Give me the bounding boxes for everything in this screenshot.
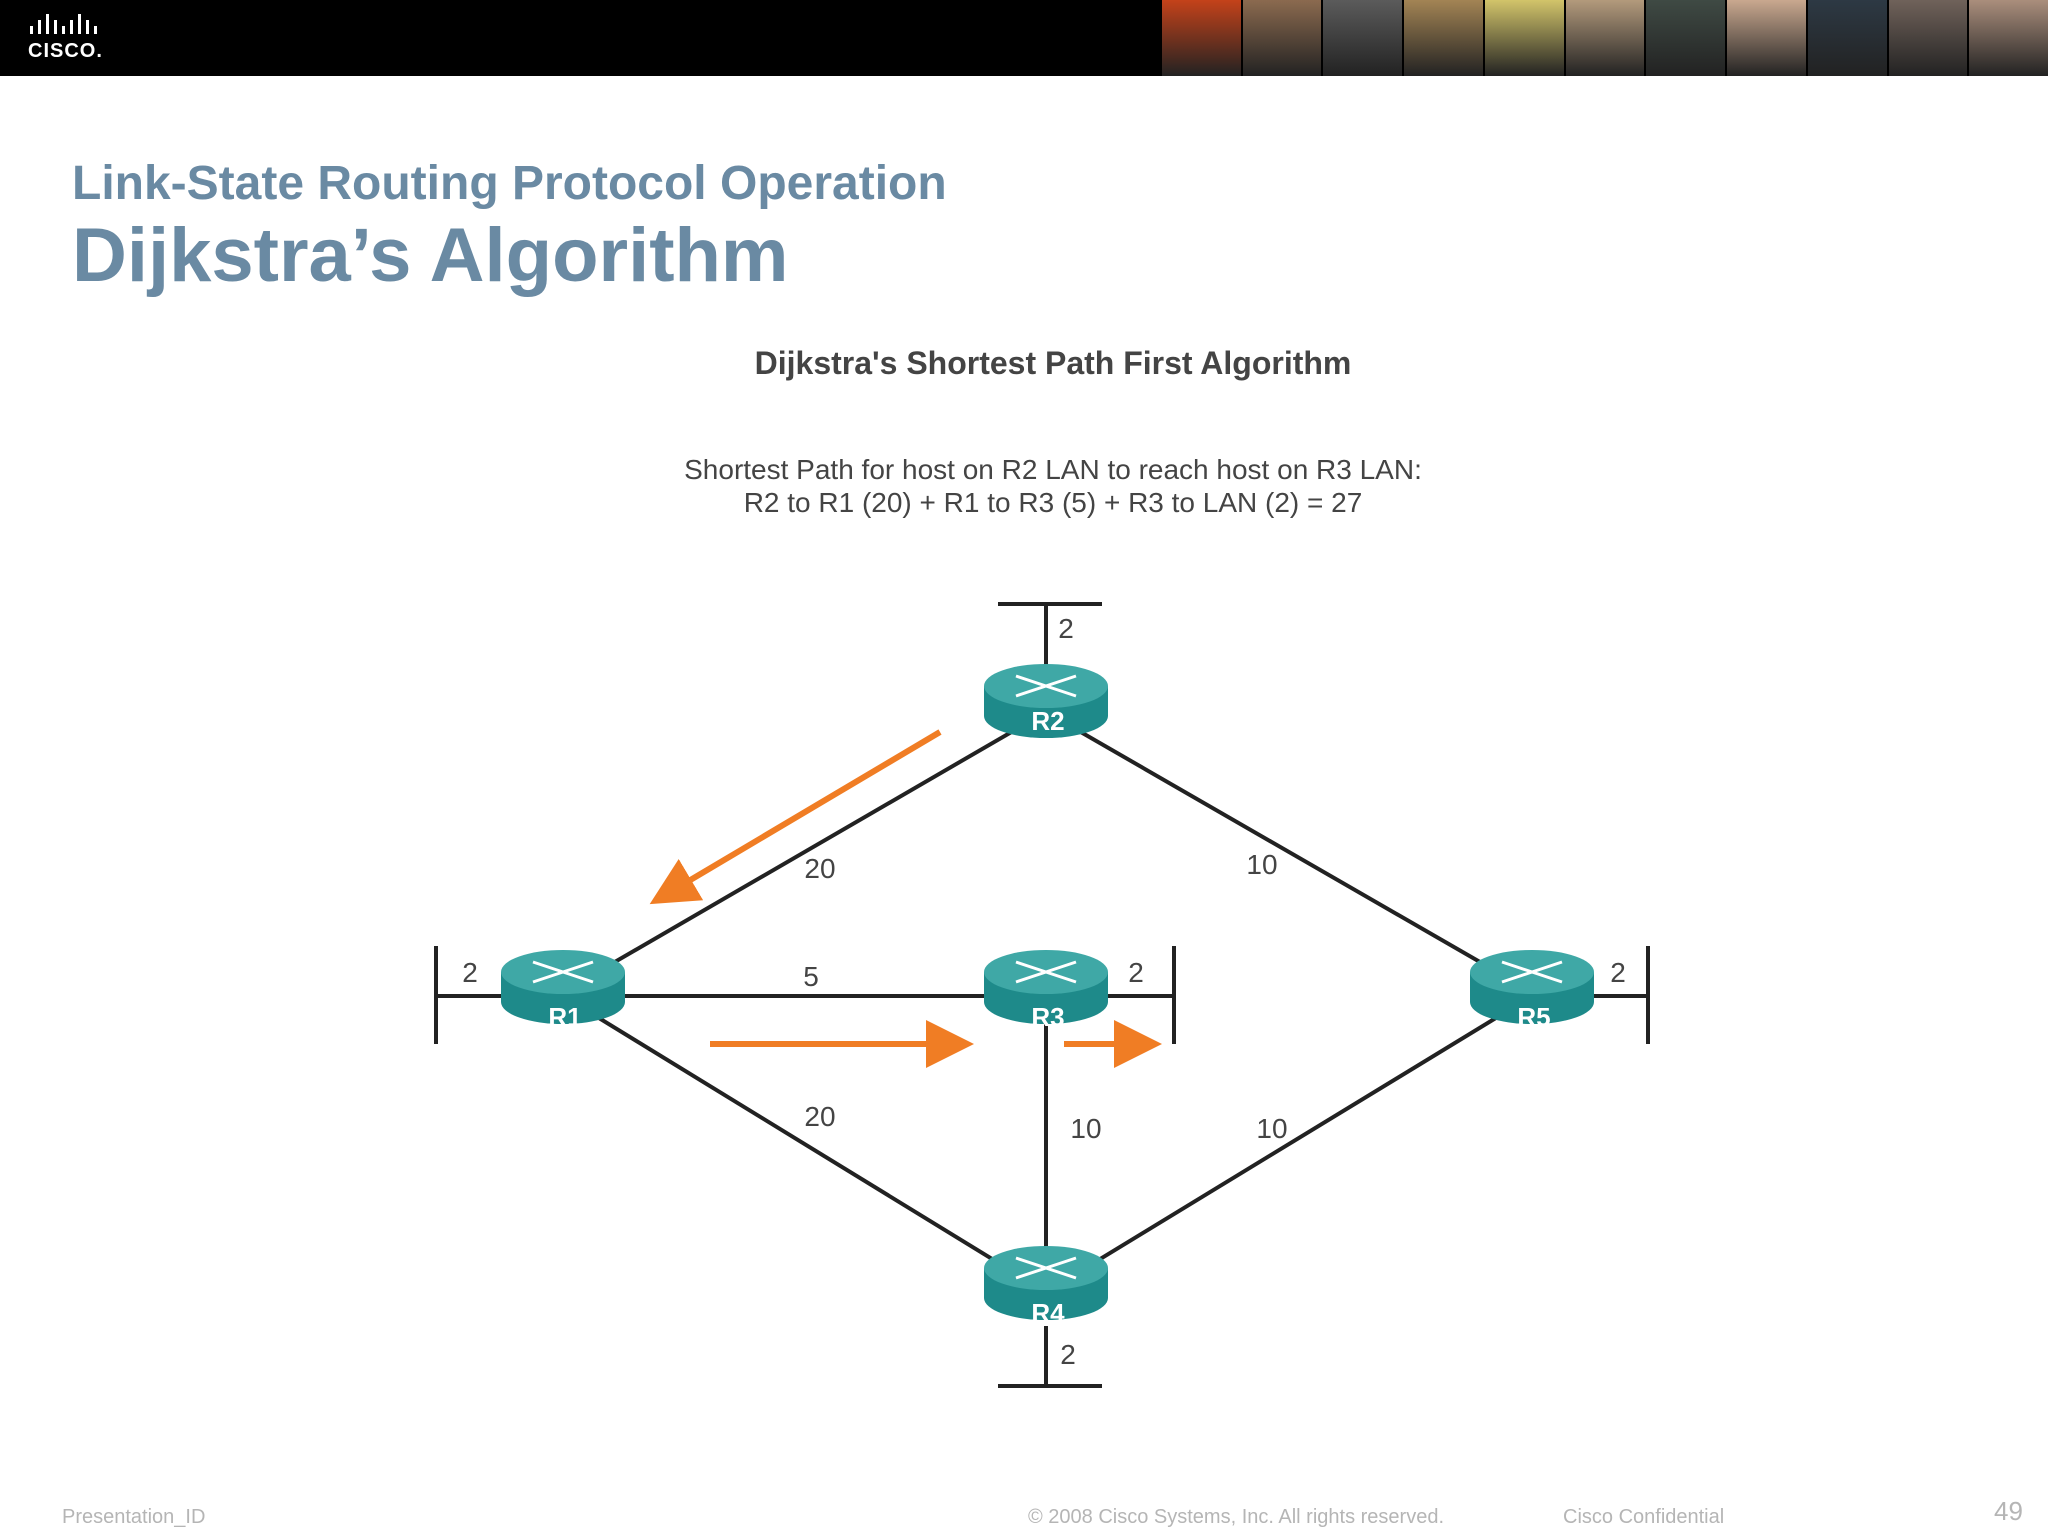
- cost-r1-r4: 20: [804, 1101, 835, 1132]
- footer-presentation-id: Presentation_ID: [62, 1506, 206, 1528]
- lan-cost-r5: 2: [1610, 957, 1626, 988]
- lan-r5: [1592, 946, 1650, 1044]
- banner-photo: [1240, 0, 1322, 76]
- link-r2-r1: [561, 710, 1048, 994]
- router-r4-label: R4: [1031, 1298, 1065, 1328]
- banner-photo: [1402, 0, 1483, 76]
- router-r2-icon: [1015, 674, 1077, 698]
- path-description-line-2: R2 to R1 (20) + R1 to R3 (5) + R3 to LAN…: [744, 487, 1363, 518]
- cisco-bars-icon: [30, 14, 97, 34]
- cisco-logo-text: CISCO.: [28, 40, 103, 62]
- router-r2-label: R2: [1031, 706, 1064, 736]
- router-r2: R2: [984, 664, 1108, 738]
- cost-r5-r4: 10: [1256, 1113, 1287, 1144]
- diagram-heading: Dijkstra's Shortest Path First Algorithm: [755, 345, 1352, 381]
- lan-r3: [1108, 946, 1176, 1044]
- router-r1: R1: [501, 950, 625, 1032]
- slide-title: Dijkstra’s Algorithm: [72, 213, 789, 298]
- lan-r4: [998, 1326, 1102, 1388]
- path-arrow-r2-to-r1: [649, 729, 942, 905]
- lan-cost-r4: 2: [1060, 1339, 1076, 1370]
- router-r5-icon: [1501, 960, 1563, 984]
- footer-confidential: Cisco Confidential: [1563, 1506, 1725, 1528]
- banner-photo: [1563, 0, 1645, 76]
- banner-photo: [1644, 0, 1726, 76]
- link-r1-r4: [561, 994, 1048, 1294]
- header-banner: CISCO.: [0, 0, 2048, 76]
- cost-r3-r4: 10: [1070, 1113, 1101, 1144]
- banner-photo: [1482, 0, 1564, 76]
- cost-r2-r5: 10: [1246, 849, 1277, 880]
- router-r3-icon: [1015, 960, 1077, 984]
- link-r5-r4: [1044, 994, 1534, 1294]
- lan-r2: [998, 602, 1102, 668]
- banner-photo: [1725, 0, 1806, 76]
- banner-photo: [1321, 0, 1403, 76]
- banner-photo: [1160, 0, 1241, 76]
- cost-r2-r1: 20: [804, 853, 835, 884]
- banner-photo: [1805, 0, 1887, 76]
- lan-cost-r3: 2: [1128, 957, 1144, 988]
- router-r3: R3: [984, 950, 1108, 1032]
- lan-cost-r2: 2: [1058, 613, 1074, 644]
- router-r1-icon: [532, 960, 594, 984]
- cisco-logo: CISCO.: [28, 14, 118, 64]
- banner-photo: [1886, 0, 1968, 76]
- cost-r1-r3: 5: [803, 961, 819, 992]
- router-r5-label: R5: [1517, 1002, 1550, 1032]
- lan-cost-r1: 2: [462, 957, 478, 988]
- footer-copyright: © 2008 Cisco Systems, Inc. All rights re…: [1028, 1506, 1445, 1528]
- router-r1-label: R1: [548, 1002, 581, 1032]
- router-r4-icon: [1015, 1256, 1077, 1280]
- path-description-line-1: Shortest Path for host on R2 LAN to reac…: [684, 454, 1422, 485]
- link-r2-r5: [1045, 710, 1533, 994]
- banner-photo: [1967, 0, 2048, 76]
- lan-r1: [434, 946, 510, 1044]
- photo-strip: [1160, 0, 2048, 76]
- footer-page-number: 49: [1994, 1496, 2023, 1526]
- router-r5: R5: [1470, 950, 1594, 1032]
- router-r3-label: R3: [1031, 1002, 1064, 1032]
- slide-subtitle: Link-State Routing Protocol Operation: [72, 157, 947, 210]
- router-r4: R4: [984, 1246, 1108, 1328]
